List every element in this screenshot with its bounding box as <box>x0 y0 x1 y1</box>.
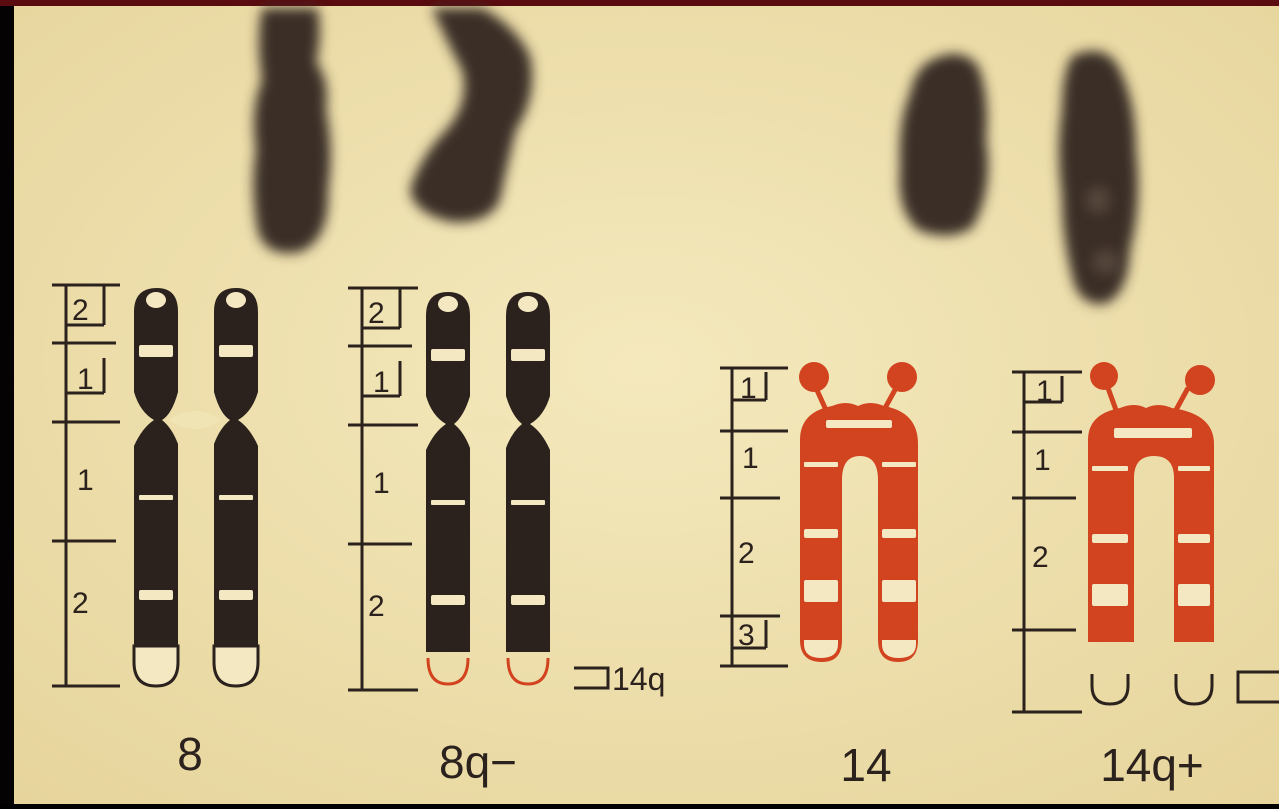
chromosome-label-8q-minus: 8q− <box>439 736 517 788</box>
translocation-label-14q: 14q <box>612 661 665 697</box>
band-number-label: 1 <box>1036 375 1053 408</box>
band-number-label: 3 <box>738 619 755 652</box>
chromosome-label-14: 14 <box>840 739 891 791</box>
chromosome-label-14q-plus: 14q+ <box>1100 739 1204 791</box>
chromosome-label-8: 8 <box>177 728 203 780</box>
band-number-label: 2 <box>738 537 755 570</box>
photo-band-light <box>1086 186 1110 214</box>
band-number-label: 2 <box>368 297 385 330</box>
band-number-label: 1 <box>77 363 94 396</box>
band-number-label: 1 <box>1034 444 1051 477</box>
band-number-label: 2 <box>72 294 89 327</box>
frame-top-edge <box>0 0 1279 6</box>
band-number-label: 2 <box>368 590 385 623</box>
band-number-label: 2 <box>1032 541 1049 574</box>
band-number-label: 1 <box>77 464 94 497</box>
band-number-label: 1 <box>373 366 390 399</box>
band-number-label: 1 <box>373 467 390 500</box>
photo-band-light <box>1092 250 1120 274</box>
band-number-label: 2 <box>72 587 89 620</box>
photo-chromosome-8 <box>253 8 330 253</box>
band-number-label: 1 <box>740 372 757 405</box>
band-number-label: 1 <box>742 442 759 475</box>
